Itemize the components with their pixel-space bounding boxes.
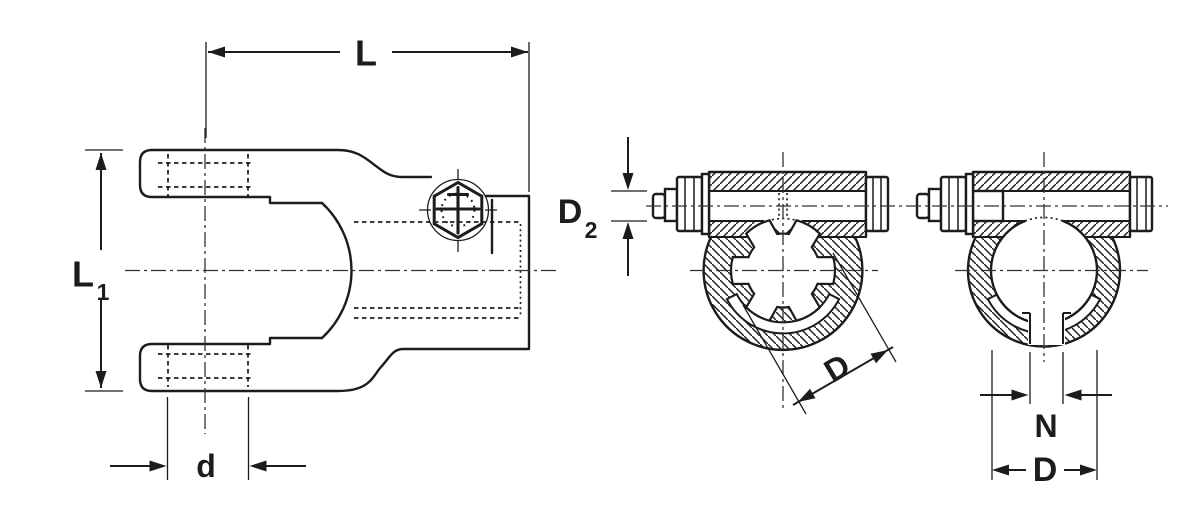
dim-L1: L 1 xyxy=(72,149,123,392)
arrowhead-icon xyxy=(249,460,267,472)
view-section-round-bore xyxy=(915,152,1154,362)
arrowhead-icon xyxy=(1080,464,1097,476)
arrowhead-icon xyxy=(992,464,1009,476)
dim-label-round-bore-dia: D xyxy=(1033,451,1058,489)
arrowhead-icon xyxy=(208,46,225,58)
arrowhead-icon xyxy=(798,388,816,402)
arrowhead-icon xyxy=(622,173,634,190)
arrowhead-icon xyxy=(511,46,528,58)
dim-D2: D 2 xyxy=(558,137,647,276)
dim-label-spline-bore-dia: D xyxy=(818,347,856,390)
view-side-yoke xyxy=(125,128,556,434)
arrowhead-icon xyxy=(149,460,167,472)
arrowhead-icon xyxy=(622,222,634,239)
dim-D-round: D xyxy=(991,350,1098,489)
arrowhead-icon xyxy=(95,371,107,388)
arrowhead-icon xyxy=(95,153,107,170)
dim-label-fork-span: L xyxy=(72,254,94,295)
dim-label-clamp-bolt-dia-sub: 2 xyxy=(585,217,598,243)
dim-label-bearing-hole: d xyxy=(196,448,216,484)
dim-L: L xyxy=(205,33,530,192)
view-section-spline-bore xyxy=(651,152,890,412)
arrowhead-icon xyxy=(1011,389,1029,401)
dim-label-clamp-bolt-dia: D xyxy=(558,193,583,231)
arrowhead-icon xyxy=(870,350,888,364)
dim-label-overall-length: L xyxy=(355,33,377,74)
quick-release-pin-icon xyxy=(419,169,497,255)
dim-N: N xyxy=(980,352,1112,444)
dim-label-slot-width: N xyxy=(1034,408,1057,444)
dim-d: d xyxy=(110,397,306,484)
dimension-arrowheads xyxy=(95,46,1097,476)
dim-label-fork-span-sub: 1 xyxy=(97,279,110,305)
clamp-bolt xyxy=(915,172,1154,236)
arrowhead-icon xyxy=(1064,389,1082,401)
clamp-bolt xyxy=(651,172,890,236)
